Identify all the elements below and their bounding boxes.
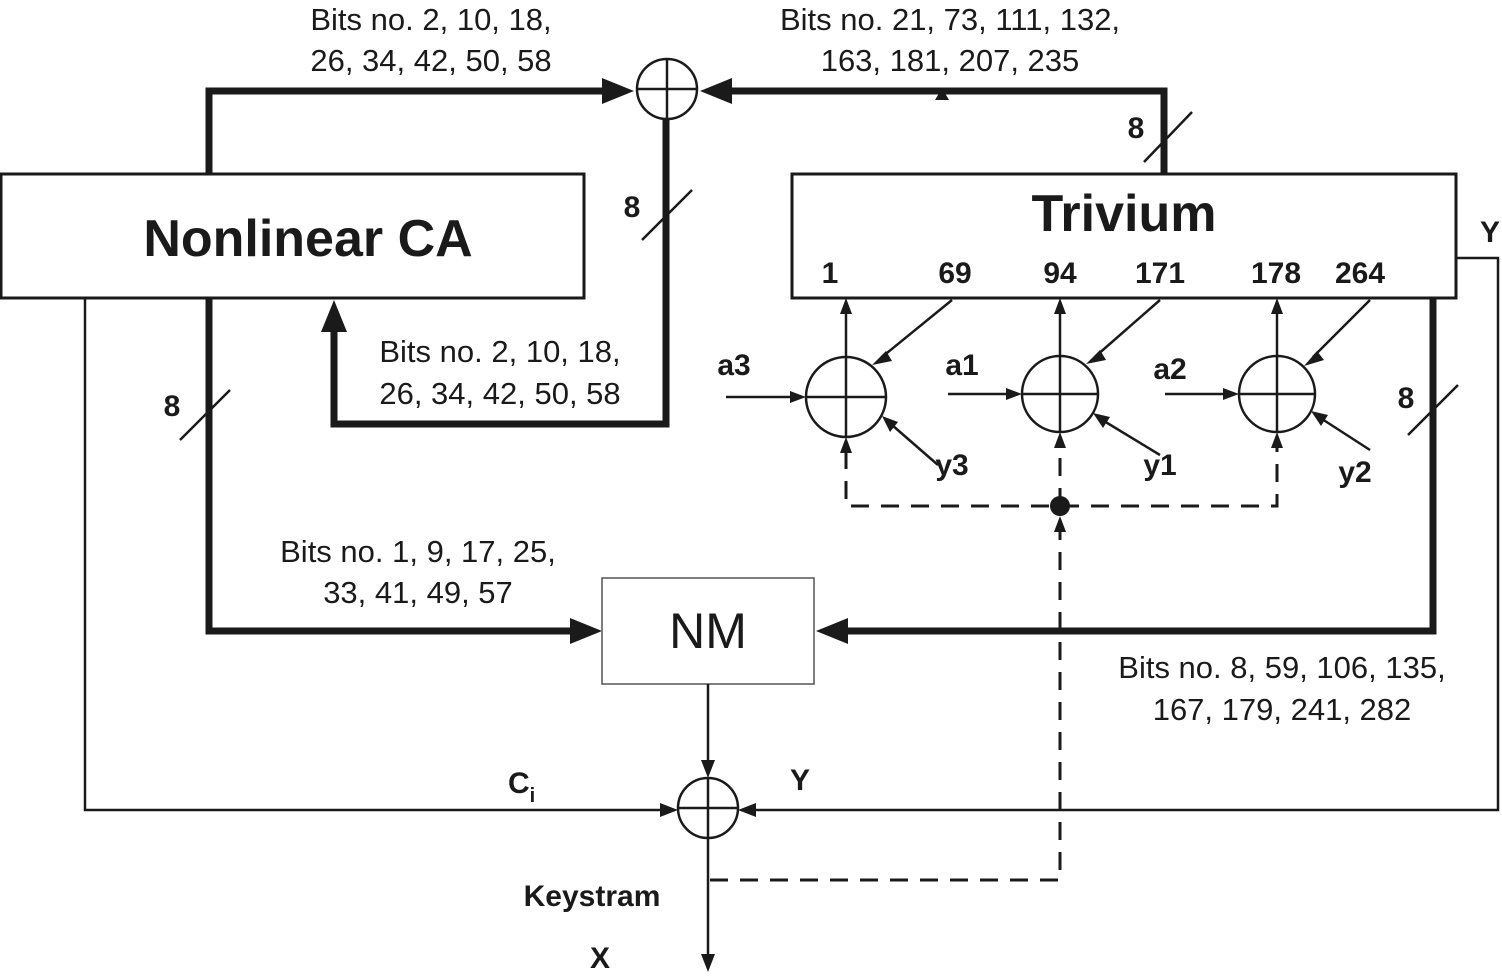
arrowhead-trivium-to-top-xor [700, 78, 732, 104]
arrowhead-a3-input [790, 391, 806, 403]
bus-width-left: 8 [164, 390, 181, 423]
arrowhead-ca-to-nm [570, 618, 602, 644]
arrowhead-tap-264 [1304, 351, 1324, 366]
trivium-nm-bits-line1: Bits no. 8, 59, 106, 135, [1118, 650, 1445, 685]
arrowhead-feedback-to-ca [321, 300, 347, 332]
bus-width-center: 8 [624, 191, 641, 224]
arrow-y2 [1321, 417, 1371, 452]
wire-ci [83, 298, 662, 812]
arrowhead-nm-to-output-xor [701, 760, 715, 778]
top-left-bits-line2: 26, 34, 42, 50, 58 [310, 43, 551, 78]
tap-label-171: 171 [1135, 257, 1185, 290]
dashed-junction-dot [1050, 496, 1070, 516]
nonlinear-ca-block [0, 172, 586, 300]
xor-gate-a3 [804, 355, 888, 439]
xor-gate-a1 [1020, 354, 1100, 434]
arrowhead-ci [660, 803, 678, 817]
arrowhead-ca-to-top-xor [602, 78, 634, 104]
arrowhead-keystream-out [701, 954, 715, 972]
tap-label-178: 178 [1251, 257, 1301, 290]
trivium-title: Trivium [1032, 185, 1217, 243]
bus-width-right: 8 [1398, 382, 1415, 415]
top-left-bits-line1: Bits no. 2, 10, 18, [310, 2, 551, 37]
arrowhead-dash-a3 [840, 437, 852, 453]
arrowhead-tap-69 [872, 351, 892, 365]
output-label-y1: y1 [1143, 449, 1176, 482]
tap-label-264: 264 [1335, 257, 1385, 290]
x-output-label: X [590, 942, 610, 975]
arrowhead-tap-1 [840, 298, 852, 314]
ca-nm-bits-line2: 33, 41, 49, 57 [323, 575, 513, 610]
trivium-block [790, 172, 1458, 300]
tap-label-94: 94 [1043, 257, 1077, 290]
arrowhead-tap-171 [1086, 350, 1106, 364]
input-label-a1: a1 [945, 349, 978, 382]
bus-slash-left [179, 389, 231, 441]
wire-y [754, 256, 1500, 812]
keystream-label: Keystram [524, 880, 661, 913]
bus-ca-to-top-xor [205, 87, 610, 174]
y-label-right: Y [1480, 216, 1500, 249]
tap-label-69: 69 [938, 257, 971, 290]
arrowhead-y1 [1093, 413, 1110, 428]
arrowhead-dash-a1 [1054, 432, 1066, 448]
arrowhead-tap-178 [1271, 298, 1283, 314]
xor-gate-top [635, 57, 699, 121]
arrowhead-a1-input [1006, 388, 1022, 400]
arrowhead-y [738, 803, 756, 817]
nonlinear-ca-title: Nonlinear CA [143, 210, 472, 268]
input-label-a2: a2 [1153, 353, 1186, 386]
feedback-bits-line1: Bits no. 2, 10, 18, [379, 334, 620, 369]
bus-width-top-right: 8 [1128, 112, 1145, 145]
input-label-a3: a3 [717, 349, 750, 382]
arrow-tap-264-to-gate [1312, 299, 1371, 358]
arrow-y3 [891, 424, 939, 466]
arrowhead-dash-a2 [1271, 432, 1283, 448]
bus-ca-to-nm [205, 298, 578, 635]
dashed-keystream-feedback [710, 530, 1062, 882]
arrow-tap-171-to-gate [1095, 299, 1161, 357]
y-label-bottom: Y [790, 764, 810, 797]
ci-label: Ci [508, 767, 535, 807]
arrowhead-trivium-to-nm [816, 618, 848, 644]
arrowhead-y3 [882, 416, 898, 432]
nm-block [601, 577, 815, 685]
bus-tick-mark [935, 88, 949, 100]
arrow-y1 [1103, 419, 1161, 457]
top-right-bits-line2: 163, 181, 207, 235 [821, 43, 1080, 78]
xor-gate-output [676, 776, 740, 840]
output-label-y3: y3 [935, 449, 968, 482]
arrow-tap-69-to-gate [881, 299, 953, 358]
feedback-bits-line2: 26, 34, 42, 50, 58 [379, 376, 620, 411]
bus-feedback-to-ca [330, 119, 670, 428]
xor-gate-a2 [1237, 354, 1317, 434]
bus-slash-center [641, 189, 693, 241]
bus-trivium-to-top-xor [724, 87, 1168, 174]
ca-nm-bits-line1: Bits no. 1, 9, 17, 25, [280, 534, 556, 569]
arrowhead-a2-input [1223, 388, 1239, 400]
trivium-nm-bits-line2: 167, 179, 241, 282 [1153, 692, 1412, 727]
arrowhead-y2 [1311, 411, 1328, 426]
output-label-y2: y2 [1338, 456, 1371, 489]
arrowhead-dash-feedback [1054, 516, 1066, 532]
tap-label-1: 1 [822, 257, 839, 290]
bus-slash-top-right [1143, 111, 1193, 163]
arrowhead-tap-94 [1054, 298, 1066, 314]
top-right-bits-line1: Bits no. 21, 73, 111, 132, [780, 2, 1120, 37]
bus-slash-right [1407, 384, 1459, 436]
nm-title: NM [669, 603, 747, 659]
